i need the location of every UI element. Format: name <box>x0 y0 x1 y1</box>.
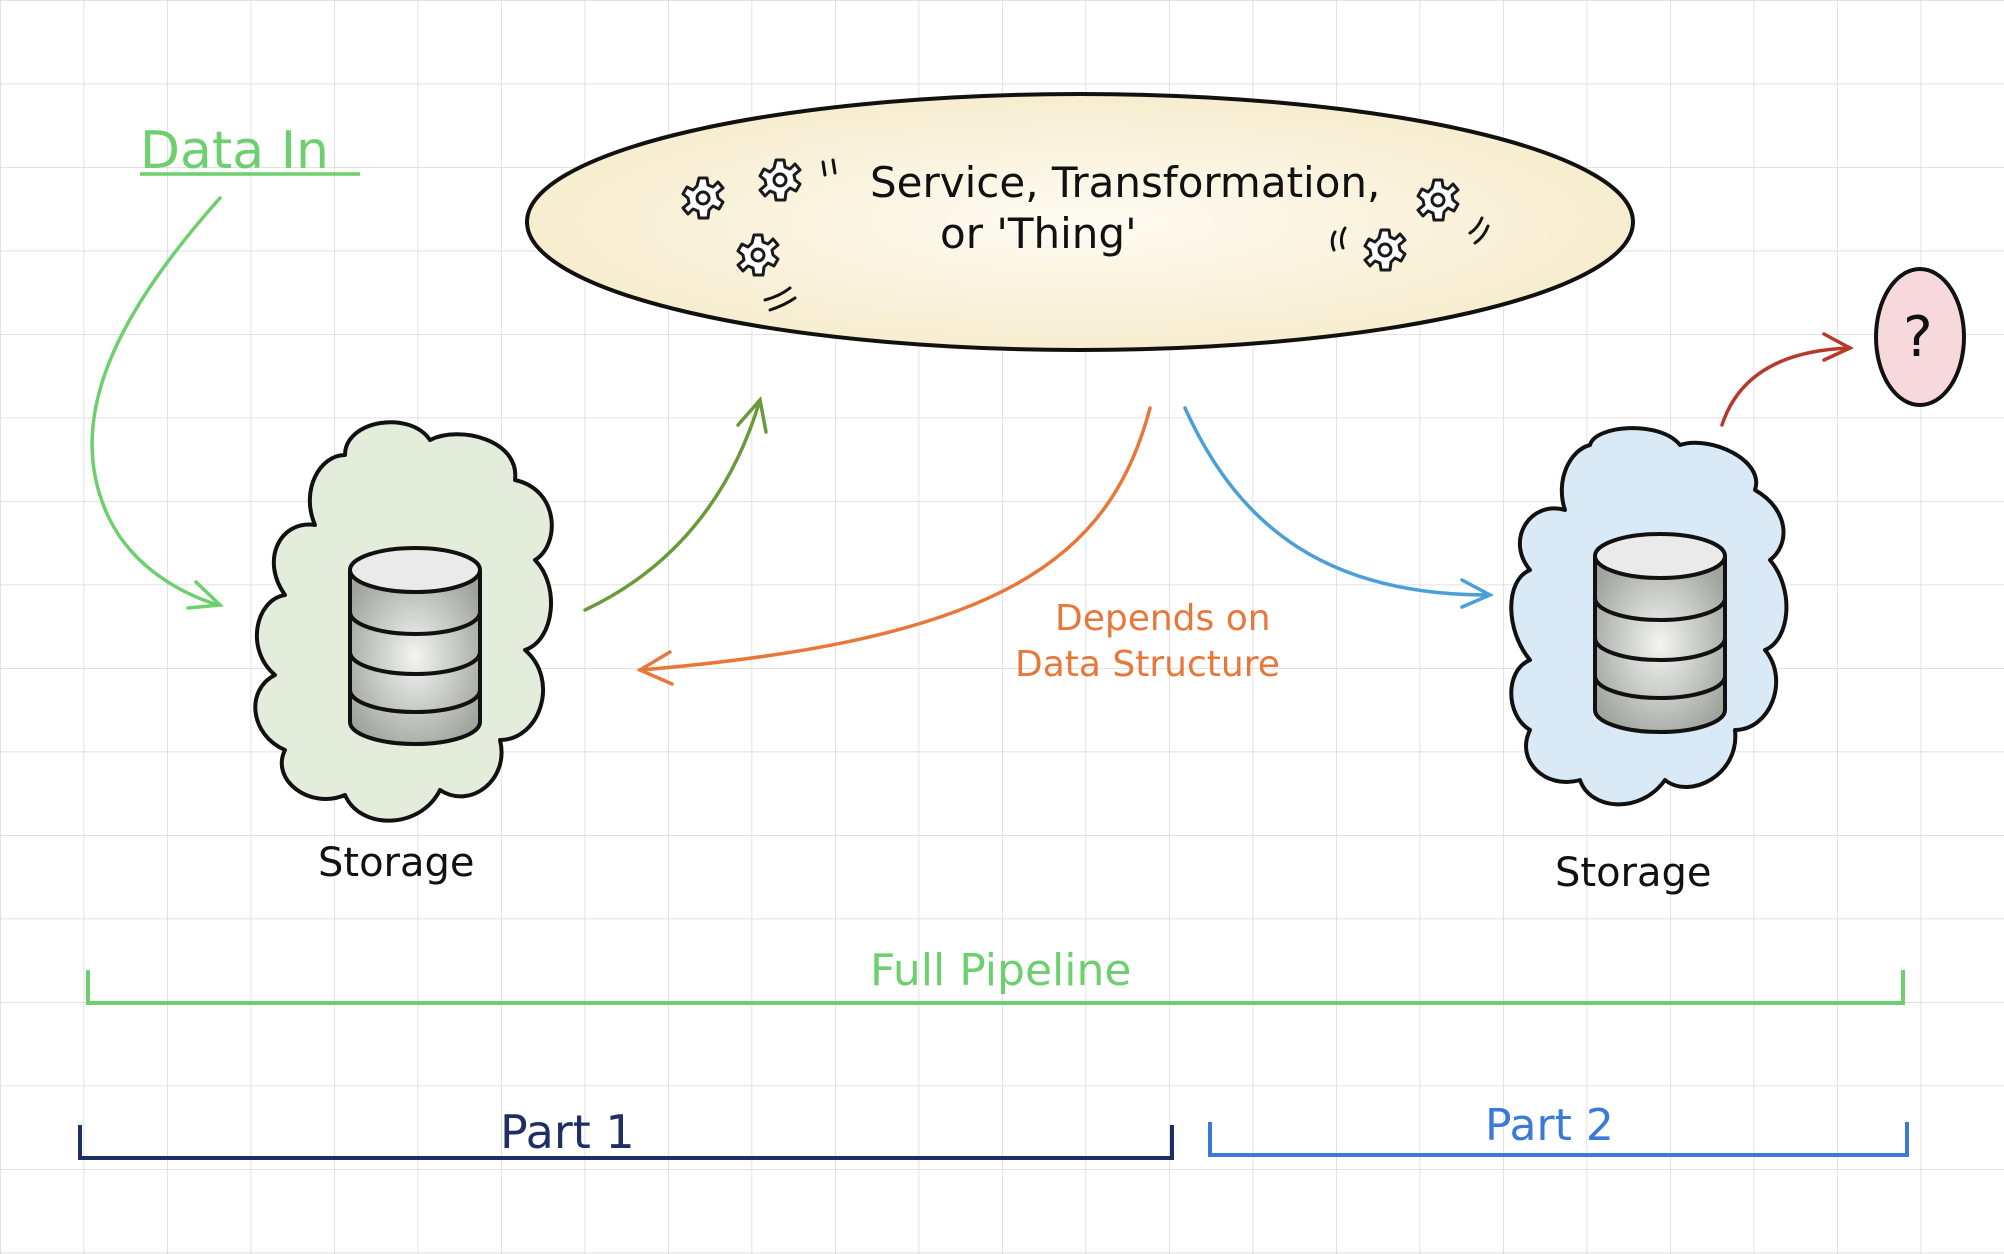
service-ellipse: Service, Transformation, or 'Thing' <box>525 92 1635 352</box>
storage-left-label: Storage <box>318 840 475 886</box>
arrow-to-question <box>1720 332 1854 427</box>
motion-marks <box>763 158 1490 312</box>
storage-left: Storage <box>253 420 554 886</box>
arrow-data-in-to-storage <box>90 196 224 610</box>
arrow-storage-to-service <box>583 396 768 612</box>
storage-right: Storage <box>1509 426 1789 896</box>
part1-label: Part 1 <box>500 1105 635 1159</box>
data-in-text: Data In <box>140 121 329 181</box>
depends-line2: Data Structure <box>1015 644 1280 685</box>
storage-right-label: Storage <box>1555 850 1712 896</box>
service-text: Service, Transformation, <box>870 158 1380 207</box>
data-in-label: Data In <box>140 121 360 181</box>
full-pipeline-label: Full Pipeline <box>870 945 1131 996</box>
service-text-line2: or 'Thing' <box>940 209 1137 258</box>
part2-bracket <box>1208 1122 1909 1157</box>
full-pipeline-bracket <box>86 970 1905 1005</box>
part1-bracket <box>78 1125 1174 1160</box>
database-icon <box>348 546 482 746</box>
arrow-depends-on-data-structure <box>636 406 1152 686</box>
database-icon <box>1593 532 1727 734</box>
arrow-service-to-storage-right <box>1183 406 1495 609</box>
question-bubble: ? <box>1874 267 1966 407</box>
question-mark: ? <box>1903 305 1933 370</box>
depends-line1: Depends on <box>1055 598 1271 639</box>
part2-label: Part 2 <box>1485 1100 1614 1151</box>
